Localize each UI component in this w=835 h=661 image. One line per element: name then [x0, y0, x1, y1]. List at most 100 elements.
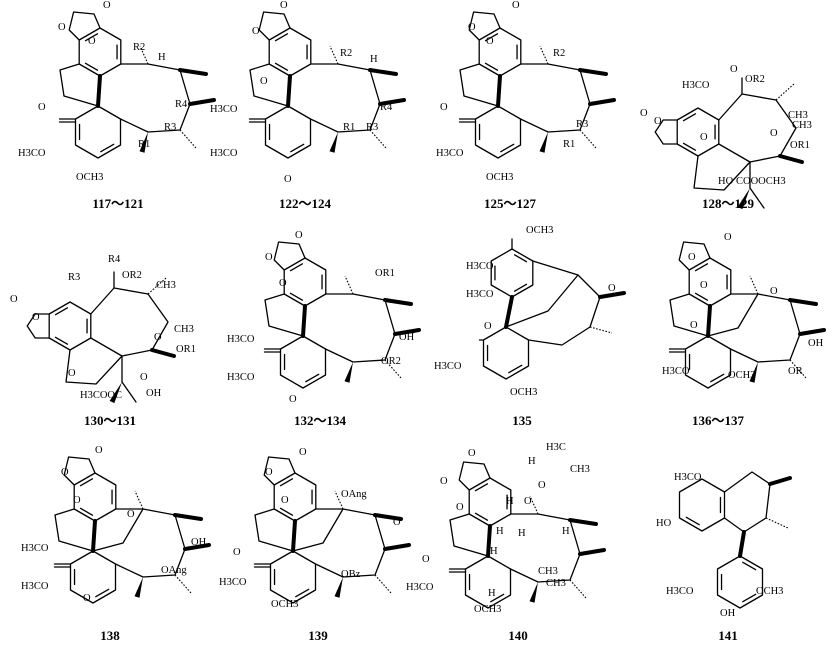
atom-label: OAng — [341, 489, 367, 500]
atom-label: H — [496, 526, 504, 537]
atom-label: O — [524, 496, 532, 507]
compound-caption: 122～124 — [279, 196, 332, 211]
atom-label: O — [688, 252, 696, 263]
atom-label: O — [154, 332, 162, 343]
atom-label: H3CO — [466, 289, 494, 300]
atom-label: O — [58, 22, 66, 33]
atom-label: OCH3 — [526, 225, 553, 236]
atom-label: OCH3 — [486, 172, 513, 183]
atom-label: O — [265, 252, 273, 263]
atom-label: H3CO — [18, 148, 46, 159]
atom-label: R1 — [343, 122, 355, 133]
atom-label: H3COOC — [80, 390, 122, 401]
atom-label: O — [486, 36, 494, 47]
atom-label: OR2 — [381, 356, 401, 367]
atom-label: HO — [656, 518, 672, 529]
atom-label: OR2 — [122, 270, 142, 281]
atom-label: O — [484, 321, 492, 332]
atom-label: O — [295, 230, 303, 241]
atom-label: O — [468, 22, 476, 33]
atom-label: O — [608, 283, 616, 294]
atom-label: O — [393, 517, 401, 528]
atom-label: O — [279, 278, 287, 289]
atom-label: R4 — [175, 99, 188, 110]
atom-label: R3 — [68, 272, 80, 283]
atom-label: CH3 — [570, 464, 590, 475]
compound-caption: 125～127 — [484, 196, 537, 211]
compound-caption: 136～137 — [692, 413, 745, 428]
atom-label: H3CO — [466, 261, 494, 272]
atom-label: R1 — [563, 139, 575, 150]
atom-label: O — [640, 108, 648, 119]
atom-label: R1 — [138, 139, 150, 150]
atom-label: H — [488, 588, 496, 599]
atom-label: H3CO — [21, 581, 49, 592]
atom-label: H — [370, 54, 378, 65]
atom-label: O — [440, 476, 448, 487]
atom-label: OR1 — [176, 344, 196, 355]
atom-label: OH — [399, 332, 415, 343]
atom-label: H3CO — [436, 148, 464, 159]
atom-label: R4 — [380, 102, 393, 113]
atom-label: CH3 — [792, 120, 812, 131]
atom-label: CH3 — [546, 578, 566, 589]
compound-caption: 130～131 — [84, 413, 136, 428]
atom-label: O — [440, 102, 448, 113]
atom-label: OAng — [161, 565, 187, 576]
atom-label: O — [281, 495, 289, 506]
atom-label: H3CO — [21, 543, 49, 554]
atom-label: R3 — [164, 122, 176, 133]
atom-label: R2 — [553, 48, 565, 59]
atom-label: CH3 — [788, 110, 808, 121]
atom-label: R3 — [366, 122, 378, 133]
atom-label: H3CO — [210, 148, 238, 159]
atom-label: OBz — [341, 569, 361, 580]
atom-label: O — [538, 480, 546, 491]
compound-caption: 140 — [508, 628, 528, 643]
atom-label: OR — [788, 366, 803, 377]
atom-label: H — [562, 526, 570, 537]
atom-label: H3CO — [682, 80, 710, 91]
atom-label: OCH3 — [271, 599, 298, 610]
atom-label: O — [289, 394, 297, 405]
atom-label: O — [83, 593, 91, 604]
atom-label: O — [38, 102, 46, 113]
atom-label: O — [456, 502, 464, 513]
atom-label: H — [158, 52, 166, 63]
atom-label: H3CO — [406, 582, 434, 593]
atom-label: H — [506, 496, 514, 507]
atom-label: H — [490, 546, 498, 557]
atom-label: OH — [720, 608, 736, 619]
compound-caption: 141 — [718, 628, 738, 643]
atom-label: H3C — [546, 442, 566, 453]
atom-label: O — [10, 294, 18, 305]
atom-label: O — [61, 467, 69, 478]
atom-label: H3CO — [434, 361, 462, 372]
atom-label: O — [68, 368, 76, 379]
atom-label: O — [127, 509, 135, 520]
atom-label: OH — [808, 338, 824, 349]
atom-label: O — [724, 232, 732, 243]
atom-label: H3CO — [662, 366, 690, 377]
compound-caption: 135 — [512, 413, 532, 428]
atom-label: O — [284, 174, 292, 185]
compound-caption: 132～134 — [294, 413, 347, 428]
atom-label: CH3 — [174, 324, 194, 335]
atom-label: O — [103, 0, 111, 11]
atom-label: OCH3 — [474, 604, 501, 615]
atom-label: H3CO — [210, 104, 238, 115]
atom-label: O — [700, 280, 708, 291]
atom-label: H3CO — [227, 372, 255, 383]
atom-label: H3CO — [674, 472, 702, 483]
atom-label: OCH3 — [510, 387, 537, 398]
atom-label: R2 — [133, 42, 145, 53]
atom-label: CH3 — [538, 566, 558, 577]
atom-label: O — [299, 447, 307, 458]
atom-label: O — [140, 372, 148, 383]
